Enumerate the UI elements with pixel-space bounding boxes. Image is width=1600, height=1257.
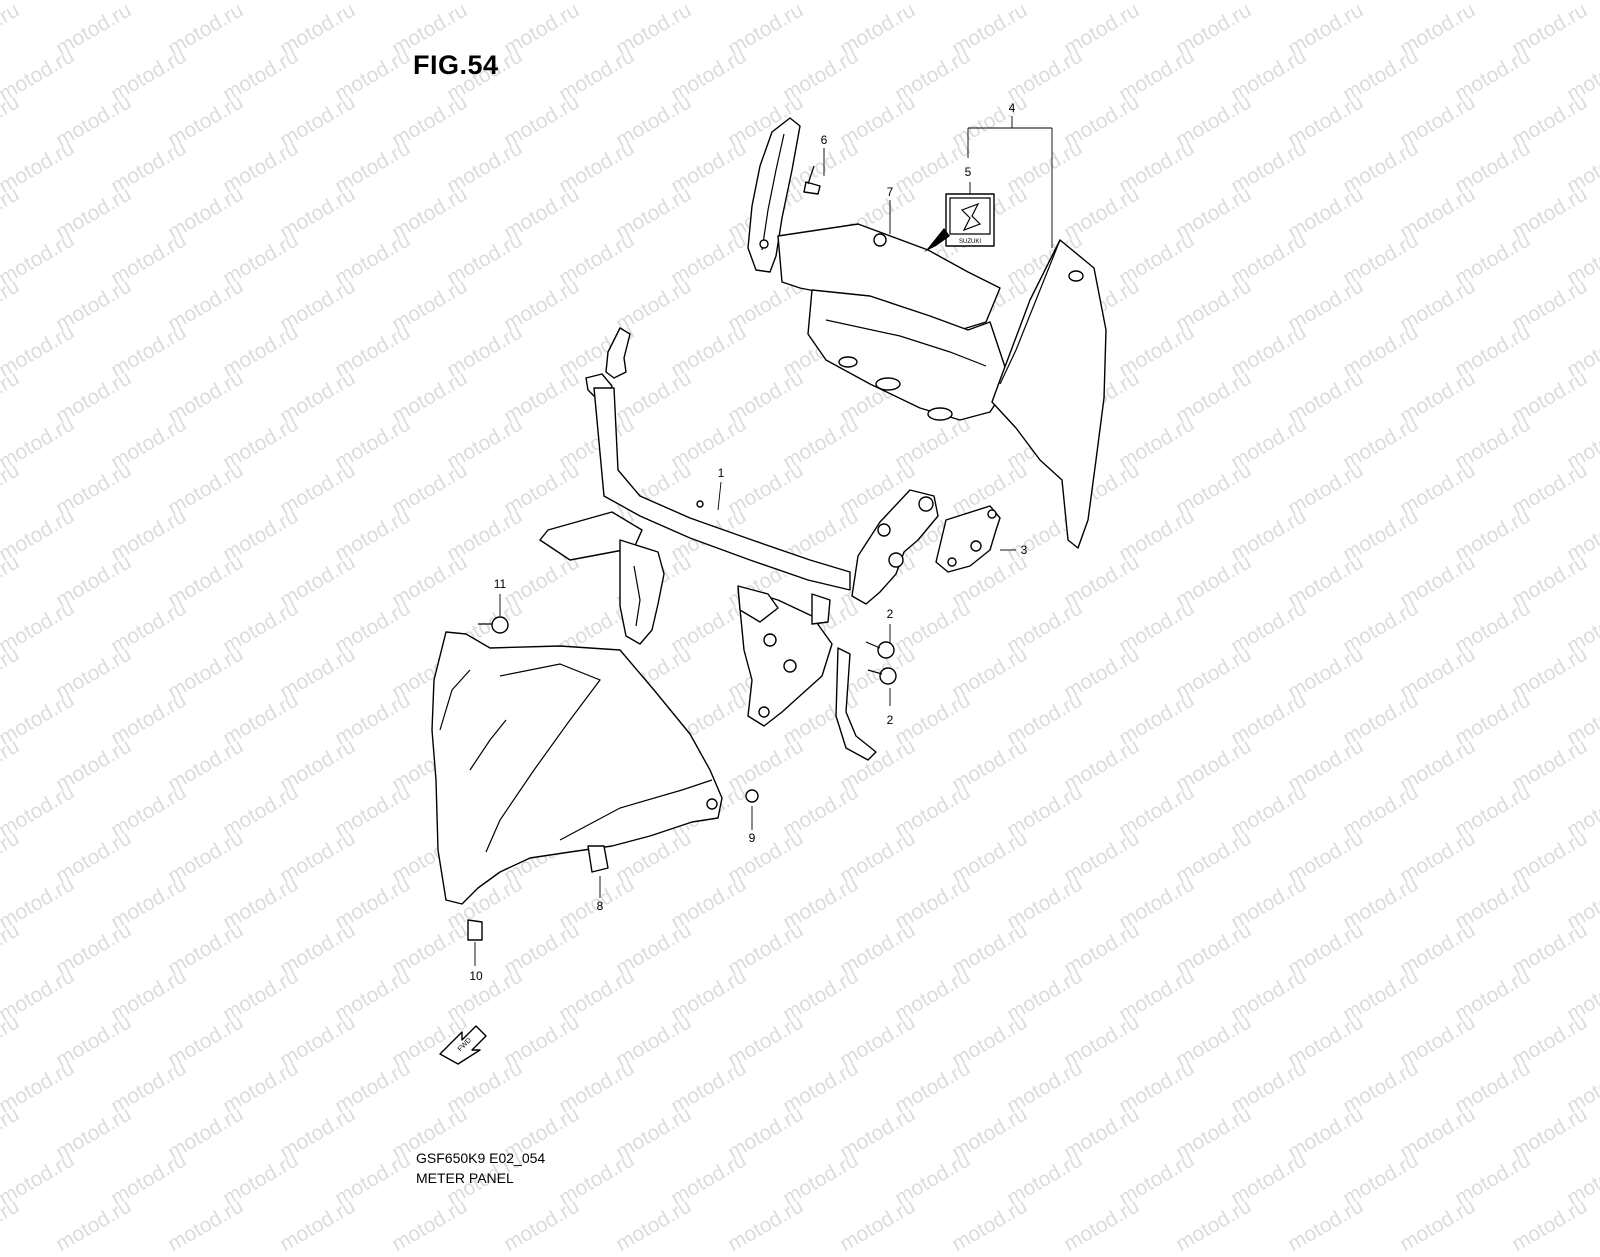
callout-1: 1 — [718, 466, 725, 480]
callout-11: 11 — [494, 577, 507, 591]
leader-lines — [474, 116, 1053, 966]
watermark-text: motod.ru — [948, 1194, 1032, 1256]
diagram-code: GSF650K9 E02_054 — [416, 1150, 546, 1166]
watermark-text: motod.ru — [0, 1194, 24, 1256]
callout-5: 5 — [965, 165, 972, 179]
diagram-caption: METER PANEL — [416, 1170, 514, 1186]
meter-bracket — [539, 327, 939, 761]
callout-10: 10 — [469, 969, 483, 983]
callout-8: 8 — [597, 899, 604, 913]
callout-2-upper: 2 — [887, 607, 894, 621]
watermark-text: motod.ru — [1396, 1194, 1480, 1256]
watermark-text: motod.ru — [276, 1194, 360, 1256]
watermark-text: motod.ru — [1172, 1194, 1256, 1256]
callout-4: 4 — [1009, 101, 1016, 115]
callout-6: 6 — [821, 133, 828, 147]
watermark-text: motod.ru — [724, 1194, 808, 1256]
fwd-arrow-icon: FWD — [439, 1025, 487, 1065]
watermark-text: motod.ru — [500, 1194, 584, 1256]
emblem-text: SUZUKI — [959, 239, 981, 245]
callout-7: 7 — [887, 185, 894, 199]
callout-3: 3 — [1021, 543, 1028, 557]
suzuki-emblem: SUZUKI — [924, 193, 995, 252]
watermark-text: motod.ru — [1284, 1194, 1368, 1256]
watermark-text: motod.ru — [1508, 1194, 1592, 1256]
meter-panel-cover — [431, 631, 723, 905]
parts-diagram: SUZUKI — [431, 101, 1107, 1065]
watermark-text: motod.ru — [388, 1194, 472, 1256]
watermark-text: motod.ru — [52, 1194, 136, 1256]
figure-title: FIG.54 — [413, 50, 499, 80]
watermark-text: motod.ru — [836, 1194, 920, 1256]
meter-cover — [747, 117, 1107, 549]
plate-part — [935, 505, 1001, 573]
fasteners — [467, 165, 897, 941]
watermark-text: motod.ru — [612, 1194, 696, 1256]
callout-9: 9 — [749, 831, 756, 845]
watermark-text: motod.ru — [164, 1194, 248, 1256]
watermark-text: motod.ru — [1060, 1194, 1144, 1256]
callout-2-lower: 2 — [887, 713, 894, 727]
